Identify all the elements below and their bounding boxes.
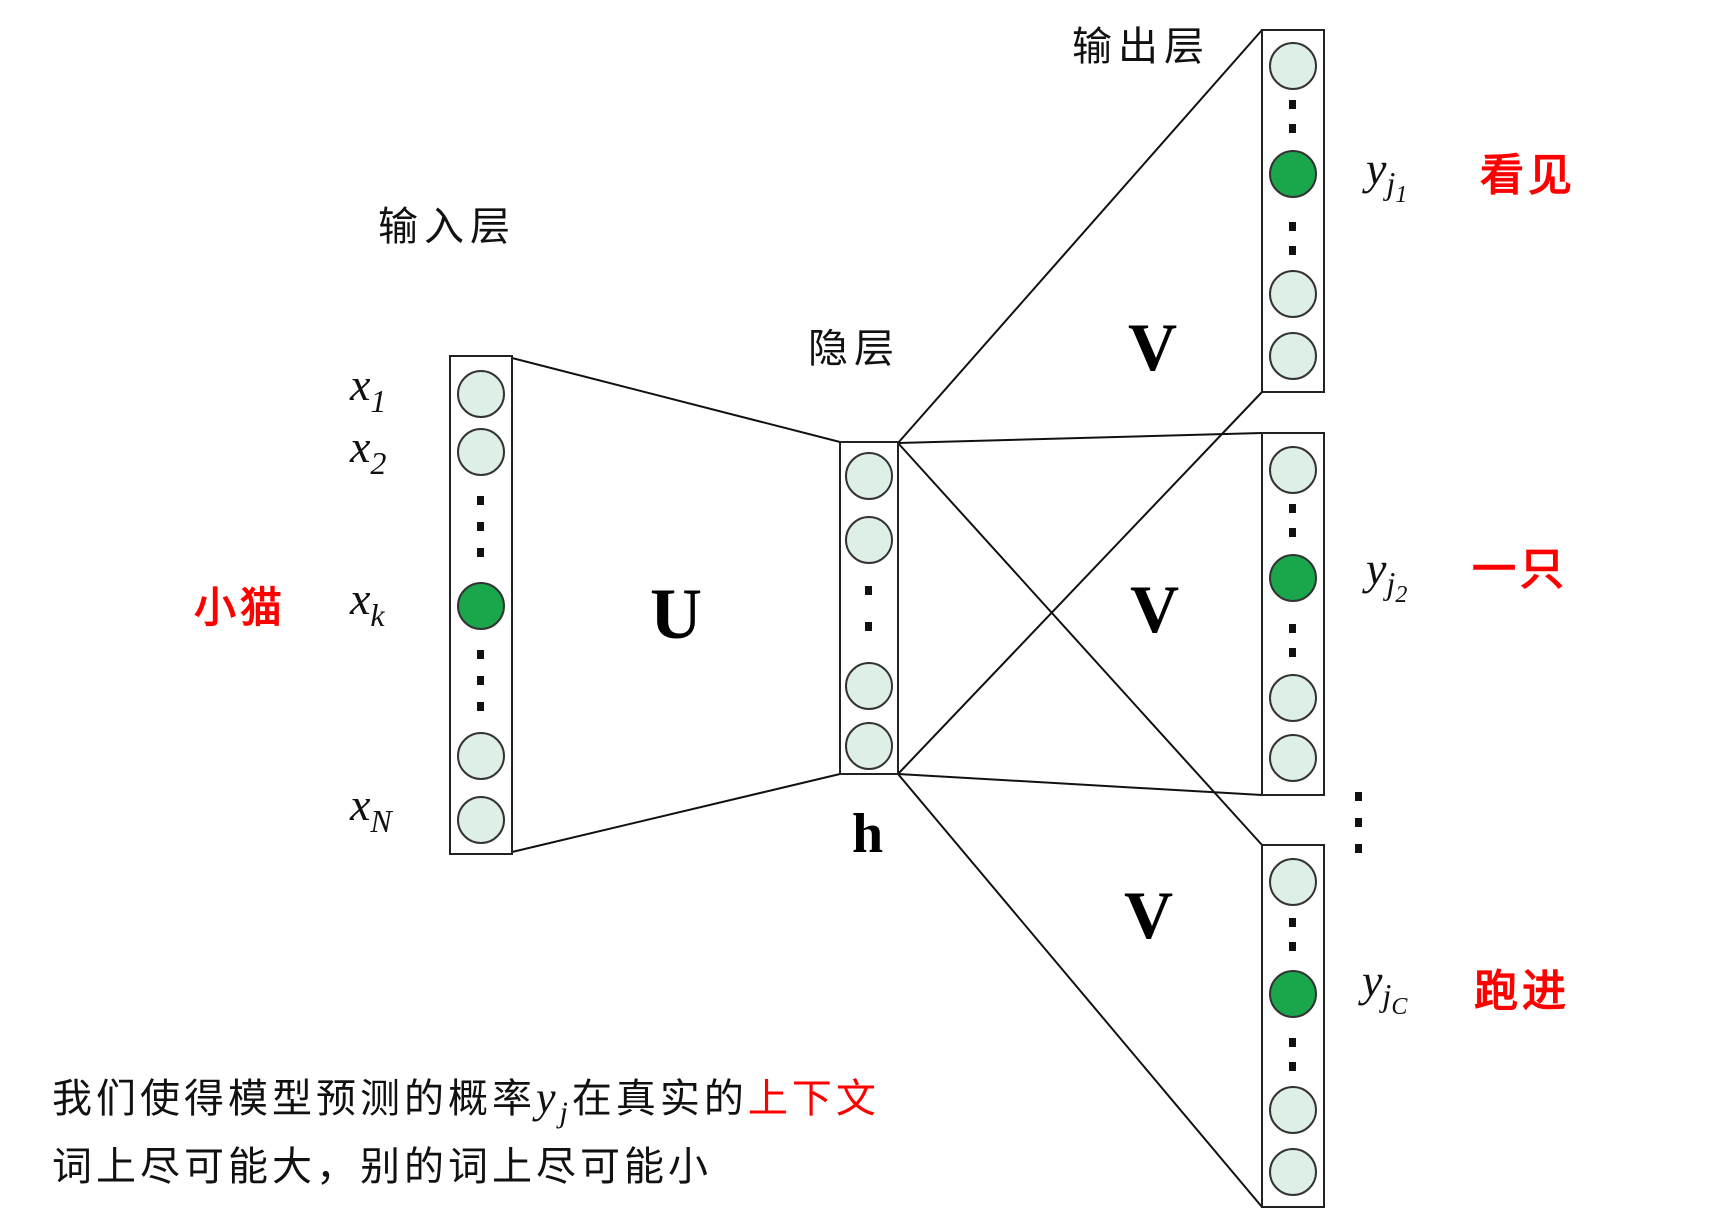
output-ellipsis-dot <box>1289 918 1296 927</box>
input-label-xN: xN <box>349 779 393 839</box>
output-node <box>1269 42 1317 90</box>
output-ellipsis-dot <box>1289 246 1296 255</box>
output-layer-1 <box>1261 29 1325 393</box>
output-ellipsis-dot <box>1289 624 1296 633</box>
hidden-node <box>845 722 893 770</box>
weight-label-V-2: V <box>1130 571 1179 647</box>
caption-line-1: 我们使得模型预测的概率yj在真实的上下文 <box>52 1073 880 1129</box>
output-ellipsis-dot <box>1289 222 1296 231</box>
output-node <box>1269 1086 1317 1134</box>
conn-h-top-out3 <box>897 442 1263 846</box>
output-node <box>1269 858 1317 906</box>
output-layer-2 <box>1261 432 1325 796</box>
input-node-x1 <box>457 370 505 418</box>
output-ellipsis-dot <box>1289 942 1296 951</box>
output-layer-box-1 <box>1261 29 1325 393</box>
input-node-xN <box>457 796 505 844</box>
conn-h-top-out1 <box>897 29 1263 444</box>
input-node-xk-active <box>457 582 505 630</box>
output-ellipsis-dot <box>1289 1038 1296 1047</box>
input-ellipsis-dot <box>477 548 484 557</box>
output-ellipsis-dot <box>1289 100 1296 109</box>
hidden-label-h: h <box>852 803 883 865</box>
hidden-node <box>845 516 893 564</box>
output-label-yj2: yj2 <box>1362 543 1407 608</box>
output-layer-box-2 <box>1261 432 1325 796</box>
conn-h-top-out2 <box>897 432 1263 444</box>
input-layer <box>449 355 513 855</box>
output-label-yj1: yj1 <box>1362 143 1407 208</box>
output-ellipsis-dot <box>1289 648 1296 657</box>
hidden-layer-label: 隐层 <box>808 326 900 372</box>
output-word-1: 看见 <box>1480 150 1576 201</box>
input-label-x2: x2 <box>349 421 386 481</box>
output-node-active-yjC <box>1269 970 1317 1018</box>
input-ellipsis-dot <box>477 702 484 711</box>
hidden-layer <box>839 441 899 775</box>
output-word-2: 一只 <box>1472 544 1568 595</box>
conn-h-bottom-out3 <box>897 773 1263 1208</box>
output-group-ellipsis-dot <box>1355 792 1362 801</box>
output-node <box>1269 332 1317 380</box>
input-node-x2 <box>457 428 505 476</box>
weight-label-U: U <box>650 574 702 654</box>
output-word-3: 跑进 <box>1474 966 1570 1017</box>
input-label-xk: xk <box>349 573 385 633</box>
output-node <box>1269 674 1317 722</box>
hidden-node <box>845 662 893 710</box>
output-node <box>1269 1148 1317 1196</box>
output-label-yjC: yjC <box>1358 955 1408 1020</box>
conn-input-top <box>511 357 841 443</box>
weight-label-V-1: V <box>1128 309 1177 385</box>
conn-h-bottom-out1 <box>897 391 1263 775</box>
output-ellipsis-dot <box>1289 528 1296 537</box>
input-ellipsis-dot <box>477 650 484 659</box>
input-layer-label: 输入层 <box>378 204 516 250</box>
conn-h-bottom-out2 <box>897 773 1263 796</box>
hidden-ellipsis-dot <box>865 586 872 595</box>
output-node <box>1269 446 1317 494</box>
output-node <box>1269 270 1317 318</box>
output-node-active-yj1 <box>1269 150 1317 198</box>
input-ellipsis-dot <box>477 676 484 685</box>
output-layer-3 <box>1261 844 1325 1208</box>
output-node-active-yj2 <box>1269 554 1317 602</box>
hidden-ellipsis-dot <box>865 622 872 631</box>
caption-line-2: 词上尽可能大，别的词上尽可能小 <box>52 1144 712 1190</box>
output-ellipsis-dot <box>1289 124 1296 133</box>
hidden-layer-box <box>839 441 899 775</box>
weight-label-V-3: V <box>1124 877 1173 953</box>
output-ellipsis-dot <box>1289 504 1296 513</box>
hidden-node <box>845 452 893 500</box>
input-ellipsis-dot <box>477 522 484 531</box>
input-layer-box <box>449 355 513 855</box>
conn-input-bottom <box>511 773 841 853</box>
connections <box>511 29 1263 1208</box>
output-ellipsis-dot <box>1289 1062 1296 1071</box>
output-node <box>1269 734 1317 782</box>
input-word: 小猫 <box>194 583 286 632</box>
input-node <box>457 732 505 780</box>
output-layer-box-3 <box>1261 844 1325 1208</box>
input-ellipsis-dot <box>477 496 484 505</box>
input-label-x1: x1 <box>349 359 386 419</box>
output-layer-label: 输出层 <box>1072 24 1210 70</box>
output-group-ellipsis-dot <box>1355 844 1362 853</box>
output-group-ellipsis-dot <box>1355 818 1362 827</box>
